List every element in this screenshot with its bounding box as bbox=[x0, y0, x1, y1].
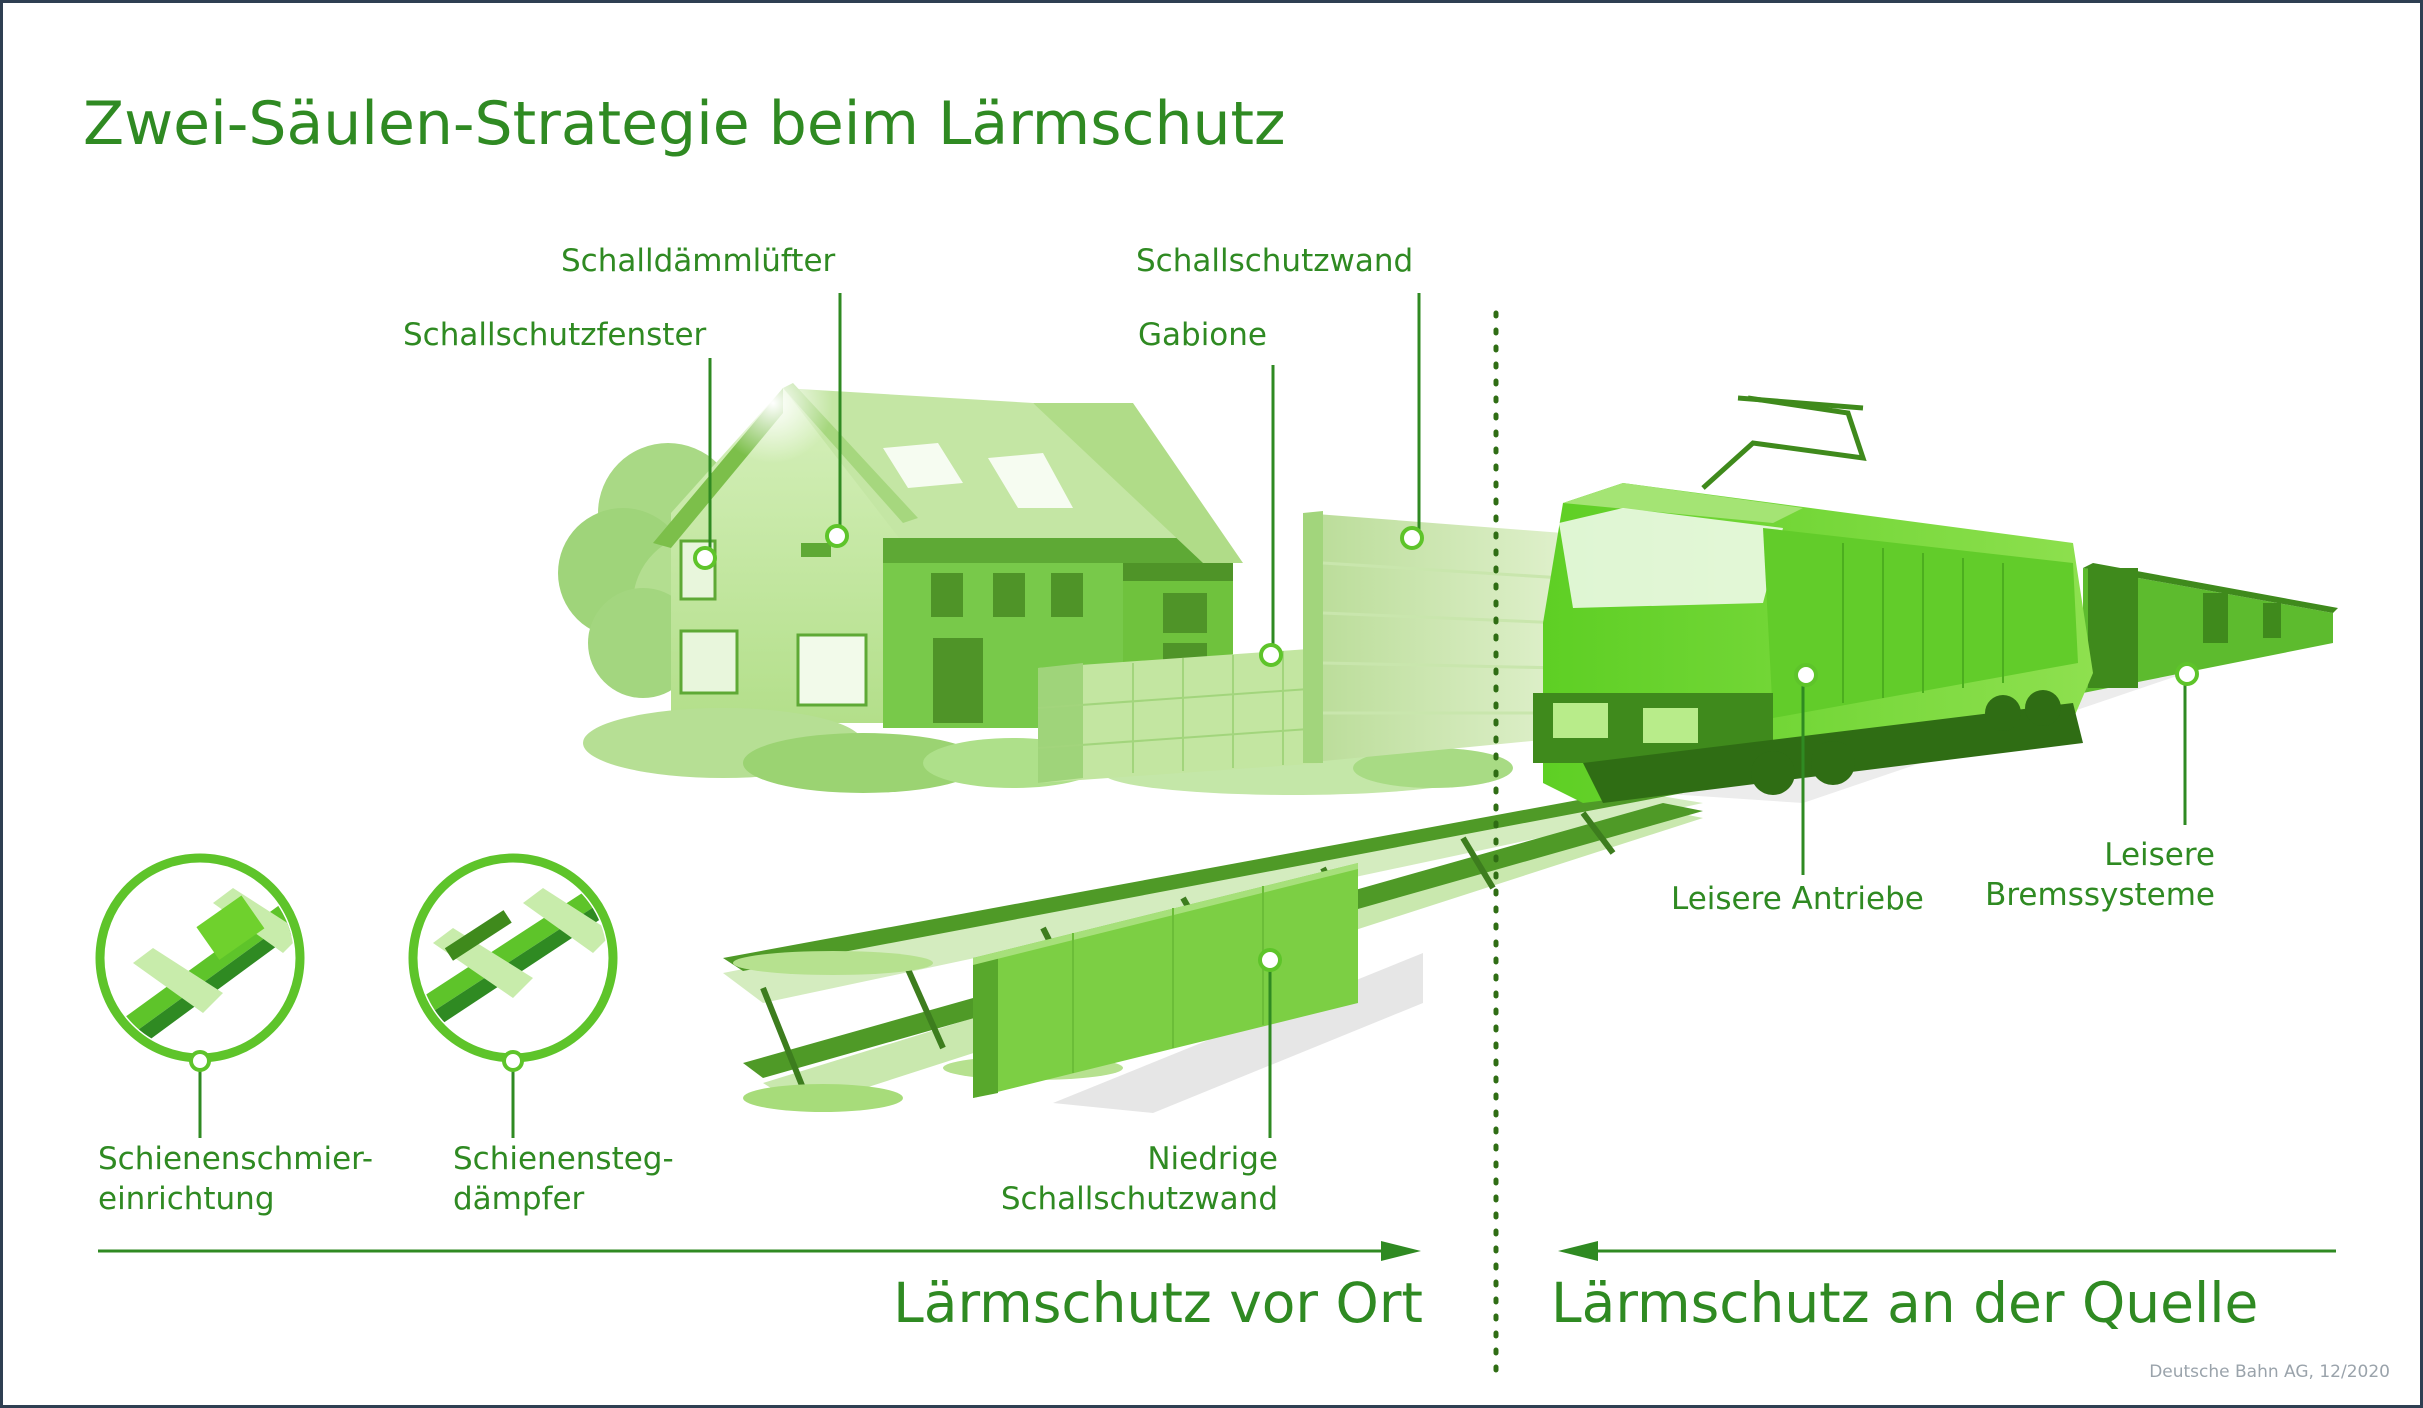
label-leisere-bremssysteme-line1: Leisere bbox=[2104, 837, 2215, 873]
label-leisere-bremssysteme: Leisere Bremssysteme bbox=[1983, 835, 2215, 916]
label-schienensteg-line2: dämpfer bbox=[453, 1181, 585, 1218]
label-niedrige-line2: Schallschutzwand bbox=[1000, 1181, 1278, 1218]
marker-low-wall bbox=[1258, 948, 1282, 972]
label-schienenschmier-line2: einrichtung bbox=[98, 1181, 275, 1218]
label-leisere-bremssysteme-line2: Bremssysteme bbox=[1985, 877, 2215, 914]
label-gabione: Gabione bbox=[1138, 317, 1267, 353]
locomotive bbox=[1533, 395, 2093, 803]
label-schallschutzfenster: Schallschutzfenster bbox=[403, 317, 707, 353]
illustration bbox=[95, 293, 2338, 1376]
marker-wall bbox=[1400, 526, 1424, 550]
label-niedrige-schallschutzwand: Niedrige Schallschutzwand bbox=[963, 1139, 1278, 1220]
label-schienenschmiereinrichtung: Schienenschmier- einrichtung bbox=[98, 1139, 373, 1220]
label-niedrige-line1: Niedrige bbox=[1147, 1141, 1278, 1177]
label-schienensteg-line1: Schienensteg- bbox=[453, 1141, 674, 1177]
marker-drive bbox=[1794, 663, 1818, 687]
page-title: Zwei-Säulen-Strategie beim Lärmschutz bbox=[83, 89, 1286, 159]
section-arrows bbox=[98, 1241, 2336, 1261]
bushes bbox=[583, 708, 1513, 795]
inset-rail-damper bbox=[408, 853, 618, 1138]
label-leisere-antriebe: Leisere Antriebe bbox=[1671, 881, 1924, 917]
label-schallschutzwand: Schallschutzwand bbox=[1136, 243, 1414, 279]
label-schienenschmier-line1: Schienenschmier- bbox=[98, 1141, 374, 1177]
credit-text: Deutsche Bahn AG, 12/2020 bbox=[2149, 1361, 2390, 1382]
marker-window bbox=[693, 546, 717, 570]
marker-ventilator bbox=[825, 524, 849, 548]
section-label-an-der-quelle: Lärmschutz an der Quelle bbox=[1551, 1271, 2259, 1335]
leaders bbox=[693, 293, 2199, 1138]
label-schalldaemmluefter: Schalldämmlüfter bbox=[561, 243, 836, 279]
marker-gabion bbox=[1259, 643, 1283, 667]
marker-brakes bbox=[2175, 662, 2199, 686]
gabion bbox=[1037, 648, 1324, 783]
noise-wall bbox=[1303, 511, 1564, 763]
inset-rail-lubrication bbox=[95, 853, 305, 1138]
freight-wagons bbox=[2083, 563, 2338, 693]
label-schienenstegdaempfer: Schienensteg- dämpfer bbox=[453, 1139, 674, 1220]
section-label-vor-ort: Lärmschutz vor Ort bbox=[893, 1271, 1423, 1335]
